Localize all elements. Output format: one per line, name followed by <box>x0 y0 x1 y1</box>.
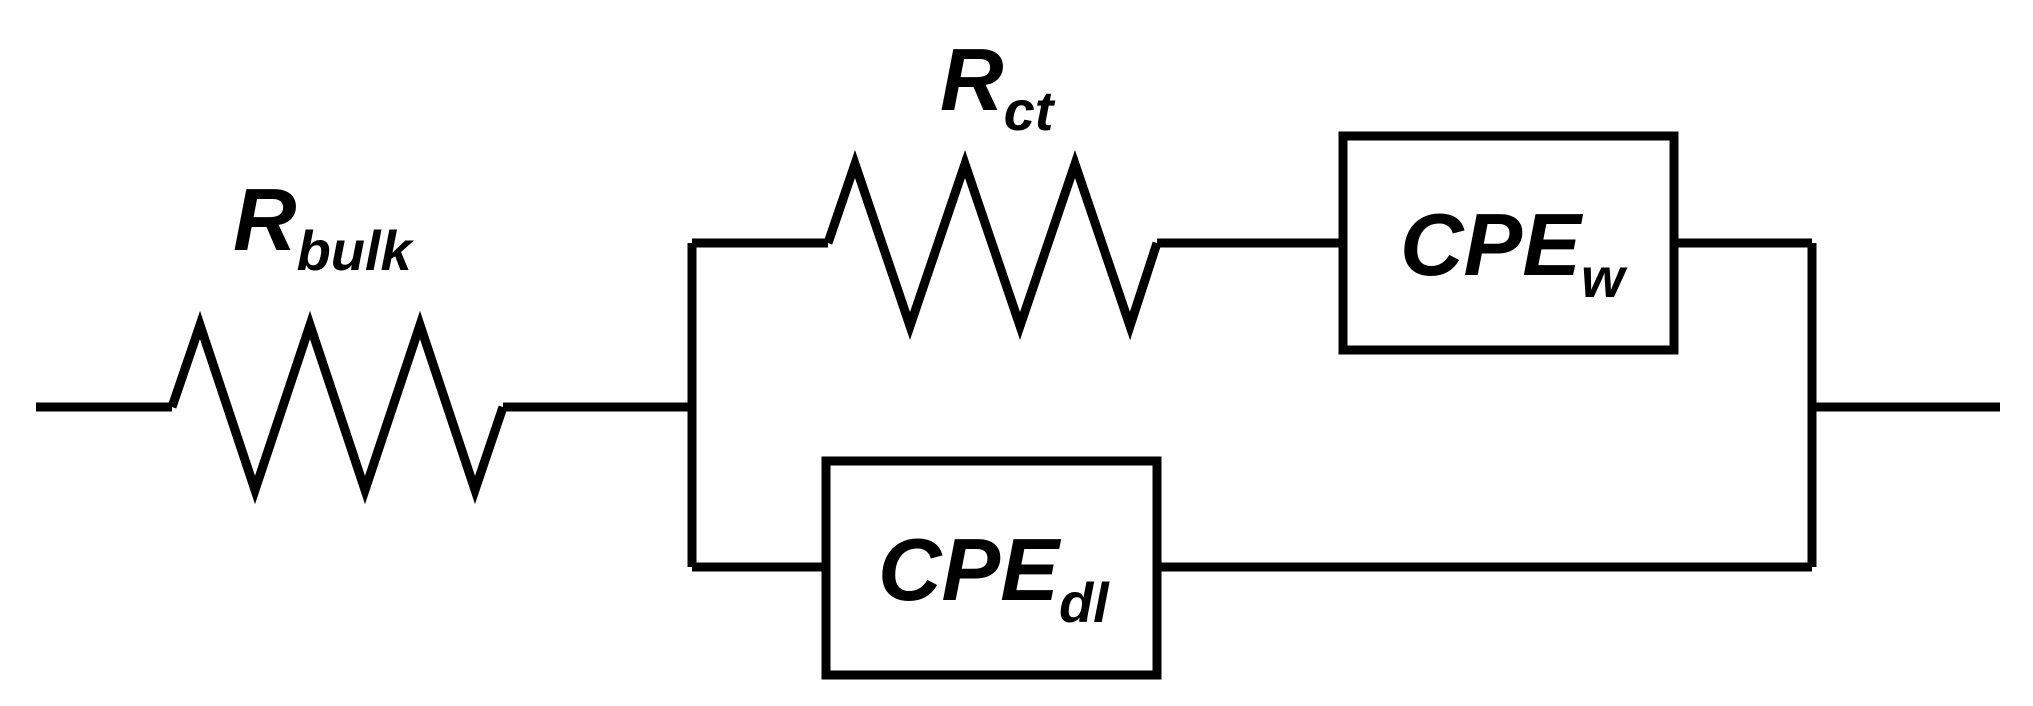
cpe-dl-subscript: dl <box>1059 571 1110 634</box>
r-ct-resistor <box>823 150 1162 341</box>
cpe-dl-label: CPEdl <box>878 520 1110 634</box>
r-bulk-subscript: bulk <box>297 219 415 282</box>
r-bulk-label: Rbulk <box>233 170 415 282</box>
r-ct-subscript: ct <box>1004 79 1056 142</box>
cpe-w-subscript: w <box>1581 246 1628 309</box>
cpe-w-symbol: CPE <box>1400 195 1583 294</box>
r-bulk-symbol: R <box>233 170 297 269</box>
cpe-w-label: CPEw <box>1400 195 1628 309</box>
r-ct-label: Rct <box>940 30 1056 142</box>
r-bulk-resistor <box>167 310 508 505</box>
cpe-dl-symbol: CPE <box>878 520 1061 619</box>
r-ct-symbol: R <box>940 30 1004 129</box>
